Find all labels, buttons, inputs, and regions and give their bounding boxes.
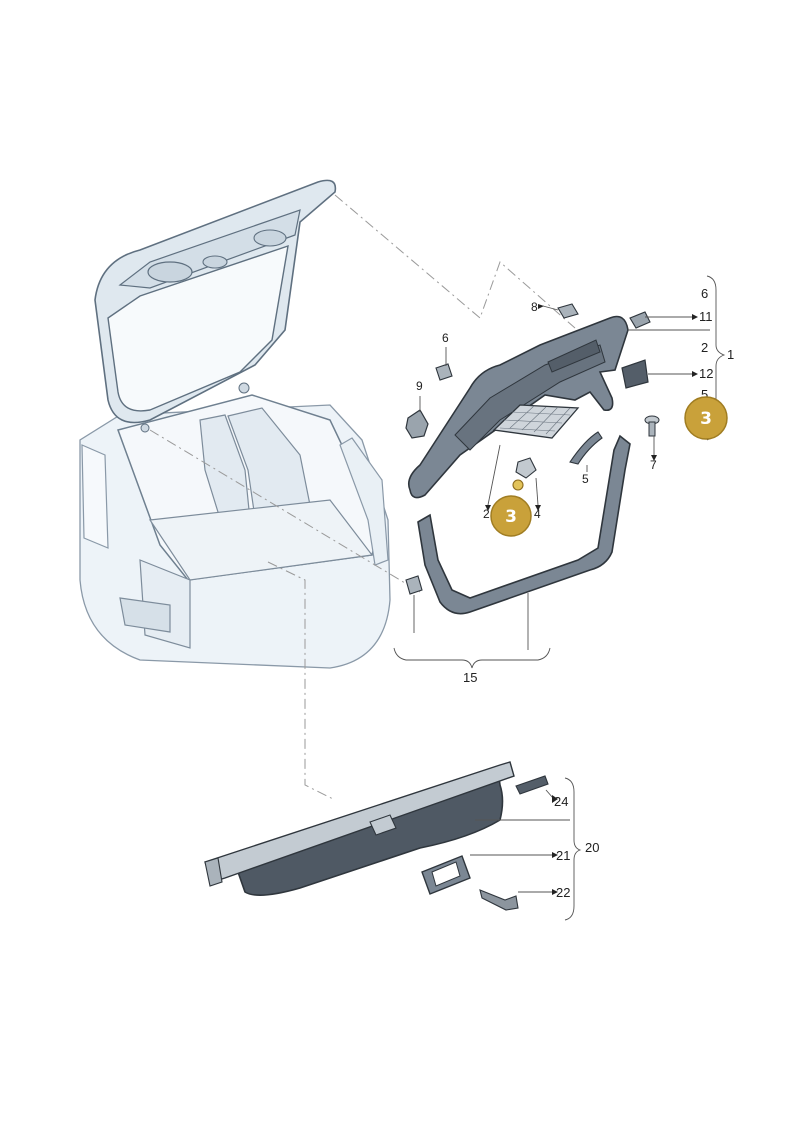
clip-part15 <box>405 575 423 595</box>
tail-light <box>119 597 171 633</box>
car-body <box>79 179 391 669</box>
badge-number: 3 <box>505 507 517 527</box>
callout-2-right: 2 <box>701 340 708 355</box>
storage-net-mesh <box>499 405 571 435</box>
callout-4: 4 <box>534 507 541 521</box>
trim-panel-handle-slot <box>547 339 601 373</box>
clip-part8 <box>557 303 579 319</box>
circled-number-icon <box>490 495 532 537</box>
car-side-window <box>81 444 109 549</box>
highlight-badge-center: 3 <box>490 495 532 537</box>
callout-20: 20 <box>585 840 599 855</box>
tailgate-trim-panel <box>405 303 660 499</box>
guide-floor-to-cover <box>267 561 336 801</box>
leader-lines <box>393 275 726 921</box>
badge-number: 3 <box>700 409 712 429</box>
callout-7: 7 <box>650 458 657 472</box>
tailgate-window <box>107 244 289 412</box>
callout-11: 11 <box>699 309 713 324</box>
nut-part4 <box>515 457 537 479</box>
tailgate-lock-housing <box>147 261 193 283</box>
callout-2-left: 2 <box>483 507 490 521</box>
callout-12: 12 <box>699 366 713 381</box>
sill-trim <box>405 434 631 615</box>
screw-part22 <box>479 889 519 911</box>
tailgate-hinge-left <box>202 255 228 269</box>
callout-21: 21 <box>556 848 570 863</box>
bracket-part9 <box>405 409 429 439</box>
tailgate-fastener <box>238 382 250 394</box>
screw-part7 <box>644 415 660 437</box>
leader-arrowheads <box>485 304 698 895</box>
guide-tailgate-to-trim <box>334 194 576 329</box>
guide-cargo-to-floor <box>149 429 421 593</box>
circled-number-icon <box>684 396 728 440</box>
callout-15: 15 <box>463 670 477 685</box>
callout-5-left: 5 <box>582 472 589 486</box>
luggage-cover <box>204 761 549 911</box>
callout-6-left: 6 <box>442 331 449 345</box>
cargo-floor <box>148 499 374 581</box>
callout-labels: 6 11 2 1 12 5 8 6 9 7 5 4 2 15 24 21 20 … <box>416 286 734 900</box>
hook-part5 <box>569 431 603 465</box>
callout-24: 24 <box>554 794 568 809</box>
dashed-guides <box>149 194 576 801</box>
tailgate-hinge-right <box>253 229 287 247</box>
callout-5-right: 5 <box>701 387 708 402</box>
washer-part3 <box>512 479 524 491</box>
holder-part24 <box>515 775 549 795</box>
trim-panel-inner <box>454 344 606 451</box>
callout-1: 1 <box>727 347 734 362</box>
highlight-badge-right: 3 <box>684 396 728 440</box>
callout-8: 8 <box>531 300 538 314</box>
luggage-cover-endcap-left <box>204 857 223 887</box>
callout-9: 9 <box>416 379 423 393</box>
clip-part6 <box>435 363 453 381</box>
callout-22: 22 <box>556 885 570 900</box>
sill-trim-body <box>417 434 631 615</box>
luggage-cover-handle-slot <box>369 814 397 836</box>
callout-6-top: 6 <box>701 286 708 301</box>
clip-part11 <box>629 311 651 329</box>
cover-cap-part12 <box>621 359 649 389</box>
handle-frame-inner <box>431 861 461 887</box>
tailgate-fastener-left <box>140 423 150 433</box>
